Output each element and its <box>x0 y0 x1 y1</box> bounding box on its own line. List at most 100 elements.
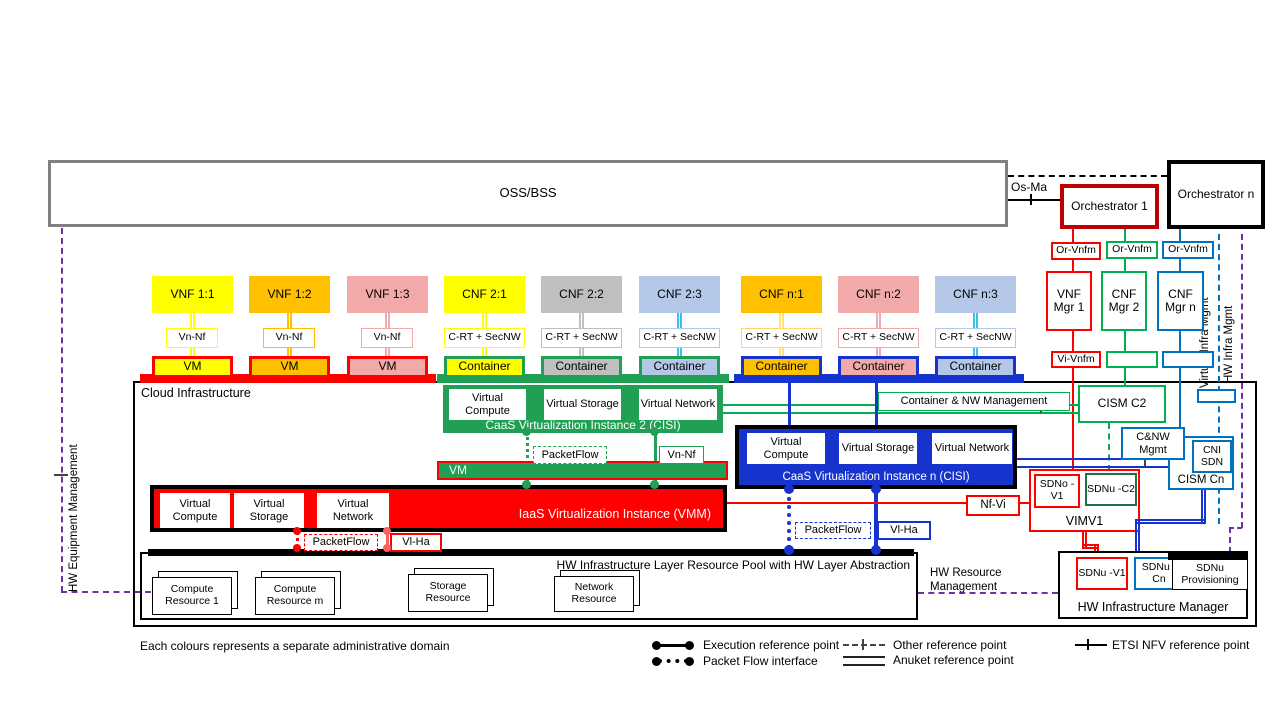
hw-infra-mgmt-elbow-h <box>1229 527 1242 529</box>
caas2-label: CaaS Virtualization Instance 2 (CISI) <box>485 418 681 432</box>
os-ma-tick <box>1030 194 1032 205</box>
container-nw-mgmt-label: Container & NW Management <box>878 392 1070 411</box>
empty-box-blue-small <box>1197 389 1236 403</box>
empty-ref-box-blue <box>1162 351 1214 368</box>
vim-sdnuv1-route-v1 <box>1082 532 1087 547</box>
vnf-mgr-1-box: VNF Mgr 1 <box>1046 271 1092 331</box>
sdnu-v1-box: SDNu -V1 <box>1076 557 1128 590</box>
red-dot-2 <box>293 544 301 552</box>
hw-abstraction-bar <box>148 549 914 556</box>
vm-group-strip-red <box>140 374 436 383</box>
legend-note: Each colours represents a separate admin… <box>140 639 450 653</box>
vnf-1-2-vm-box: VM <box>249 356 330 378</box>
blue-dot-2 <box>784 545 794 555</box>
legend-execution-line <box>656 644 690 647</box>
hw-infra-mgmt-line <box>1241 234 1243 528</box>
sdnu-provisioning-box: SDNu Provisioning <box>1172 554 1248 590</box>
cnf-2-2-container-box: Container <box>541 356 622 378</box>
legend-other-line <box>843 644 885 646</box>
sdnu-c2-box: SDNu -C2 <box>1085 473 1137 506</box>
os-ma-label: Os-Ma <box>1011 180 1047 194</box>
compute-resource-1-box: Compute Resource 1 <box>152 577 232 615</box>
anuket-blue-tick <box>1144 453 1146 467</box>
network-resource-box: Network Resource <box>554 576 634 612</box>
blue-dot-1 <box>784 484 794 494</box>
other-ref-line-oss-orchn <box>1008 175 1167 177</box>
cism-c2-box: CISM C2 <box>1078 385 1166 423</box>
hw-resource-mgmt-label: HW Resource Management <box>930 567 1002 594</box>
cnf-mgr-n-box: CNF Mgr n <box>1157 271 1204 331</box>
cismcn-sdnucn-route-v1 <box>1201 490 1206 522</box>
vimv1-label: VIMV1 <box>1065 514 1104 528</box>
hw-equipment-mgmt-line-h <box>61 591 151 593</box>
caas-instance-n-box: Virtual Compute Virtual Storage Virtual … <box>735 425 1017 489</box>
caas2-packetflow-label: PacketFlow <box>533 446 607 464</box>
cnf-n-1-container-box: Container <box>741 356 822 378</box>
iaas-virtual-storage-box: Virtual Storage <box>234 493 304 528</box>
hw-infra-manager-box: SDNu -V1 SDNu -Cn SDNu Provisioning HW I… <box>1058 551 1248 619</box>
cnf-2-2-ref-label: C-RT + SecNW <box>541 328 622 348</box>
cnf-mgr-2-box: CNF Mgr 2 <box>1101 271 1147 331</box>
oss-bss-box: OSS/BSS <box>48 160 1008 227</box>
cism-c2-sdnu-c2-dashed-line <box>1108 423 1110 471</box>
vnf-1-3-vm-box: VM <box>347 356 428 378</box>
sdnu-provisioning-bar <box>1168 553 1248 560</box>
strip-caasn-conn-2 <box>875 383 878 425</box>
blue-dot-3 <box>871 484 881 494</box>
storage-resource-box: Storage Resource <box>408 574 488 612</box>
legend-packetflow-label: Packet Flow interface <box>703 654 818 668</box>
vnf-1-1-ref-label: Vn-Nf <box>166 328 218 348</box>
legend-execution-dot-2 <box>685 641 694 650</box>
iaas-virtual-network-box: Virtual Network <box>317 493 389 528</box>
hw-infra-mgmt-elbow-v <box>1229 527 1231 553</box>
iaas-vlha-line <box>386 531 389 549</box>
vnf-1-3-box: VNF 1:3 <box>347 276 428 313</box>
hw-equipment-mgmt-tick <box>54 474 68 476</box>
hw-resource-pool-title: HW Infrastructure Layer Resource Pool wi… <box>556 558 910 572</box>
cnf-2-1-box: CNF 2:1 <box>444 276 525 313</box>
caas2-virtual-compute-box: Virtual Compute <box>449 389 526 420</box>
iaas-label: IaaS Virtualization Instance (VMM) <box>518 507 711 521</box>
orchestrator-n-box: Orchestrator n <box>1167 160 1265 229</box>
green-dot-2 <box>522 480 531 489</box>
legend-packetflow-dot-1 <box>652 657 661 666</box>
hw-resource-mgmt-line <box>918 592 1058 594</box>
green-dot-3 <box>650 427 659 436</box>
caasn-vlha-line <box>874 489 878 549</box>
iaas-instance-box: Virtual Compute Virtual Storage Virtual … <box>150 485 727 532</box>
blue-dot-4 <box>871 545 881 555</box>
or-vnfm-label-green: Or-Vnfm <box>1106 241 1158 259</box>
caas2-virtual-network-box: Virtual Network <box>639 389 717 420</box>
hw-infra-manager-label: HW Infrastructure Manager <box>1077 600 1229 614</box>
cnf-2-3-ref-label: C-RT + SecNW <box>639 328 720 348</box>
green-dot-1 <box>522 427 531 436</box>
cnf-2-1-ref-label: C-RT + SecNW <box>444 328 525 348</box>
caasn-virtual-network-box: Virtual Network <box>932 433 1012 464</box>
anuket-line-caasn-cismcn <box>1017 458 1168 468</box>
strip-caasn-conn-1 <box>788 383 791 425</box>
caas-instance-2-box: Virtual Compute Virtual Storage Virtual … <box>443 385 723 433</box>
legend-other-label: Other reference point <box>893 638 1007 652</box>
caasn-packetflow-line <box>787 489 791 549</box>
hw-equipment-mgmt-label: HW Equipment Management <box>68 444 80 592</box>
cnf-n-2-box: CNF n:2 <box>838 276 919 313</box>
legend-etsi-tick <box>1087 639 1089 650</box>
caasn-label: CaaS Virtualization Instance n (CISI) <box>782 471 970 483</box>
os-ma-line <box>1008 199 1060 201</box>
caasn-virtual-compute-box: Virtual Compute <box>747 433 825 464</box>
caasn-vlha-label: Vl-Ha <box>877 521 931 540</box>
vi-vnfm-label: Vi-Vnfm <box>1051 351 1101 368</box>
empty-ref-box-green <box>1106 351 1158 368</box>
cnfmn-blue-line <box>1179 229 1181 437</box>
hw-infra-mgmt-label: HW Infra Mgmt <box>1223 305 1235 383</box>
legend-packetflow-line <box>658 659 688 663</box>
legend-other-tick <box>862 639 864 650</box>
red-dot-4 <box>383 544 391 552</box>
sdno-v1-box: SDNo -V1 <box>1034 474 1080 508</box>
cnf-n-1-box: CNF n:1 <box>741 276 822 313</box>
cni-sdn-box: CNI SDN <box>1192 440 1232 473</box>
vnf-1-3-ref-label: Vn-Nf <box>361 328 413 348</box>
cnf-2-3-box: CNF 2:3 <box>639 276 720 313</box>
caas2-vnnf-label: Vn-Nf <box>659 446 704 464</box>
cnf-n-3-ref-label: C-RT + SecNW <box>935 328 1016 348</box>
